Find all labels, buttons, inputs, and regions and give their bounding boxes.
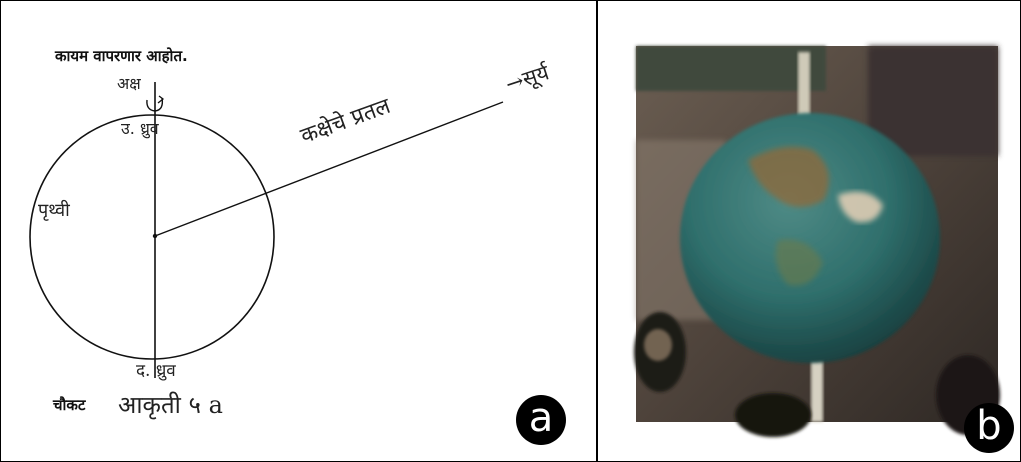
globe-highlight [838, 191, 883, 223]
panel-b-photo: b [598, 0, 1021, 462]
rotation-arrow [146, 97, 164, 112]
box-label: चौकट [53, 396, 86, 414]
panel-b-badge: b [964, 403, 1014, 453]
figure-label: आकृती ५ a [118, 391, 223, 419]
panel-divider [596, 0, 598, 462]
north-pole-label: उ. ध्रुव [121, 119, 159, 138]
south-pole-label: द. ध्रुव [136, 361, 176, 381]
person-bottom [735, 393, 811, 437]
wall-panel [636, 46, 826, 91]
earth-diagram-svg [29, 82, 504, 378]
person-left-face [644, 329, 672, 361]
header-text: कायम वापरणार आहोत. [55, 47, 188, 65]
globe-stand-rod-bottom [811, 350, 823, 422]
orbit-plane-line [154, 101, 504, 237]
earth-circle [29, 114, 275, 360]
globe-landmass [775, 239, 823, 286]
globe-landmass [748, 146, 830, 208]
earth-label: पृथ्वी [38, 200, 70, 221]
axis-label: अक्ष [117, 74, 141, 93]
rotation-arrowhead [157, 95, 165, 104]
globe [680, 113, 940, 363]
panel-a-diagram: कायम वापरणार आहोत. अक्ष उ. ध्रुव पृथ्वी … [29, 47, 566, 445]
dark-corner [868, 46, 998, 156]
globe-stand-rod-top [798, 52, 810, 132]
globe-photo-svg [634, 46, 1000, 437]
panel-a-badge: a [516, 395, 566, 445]
